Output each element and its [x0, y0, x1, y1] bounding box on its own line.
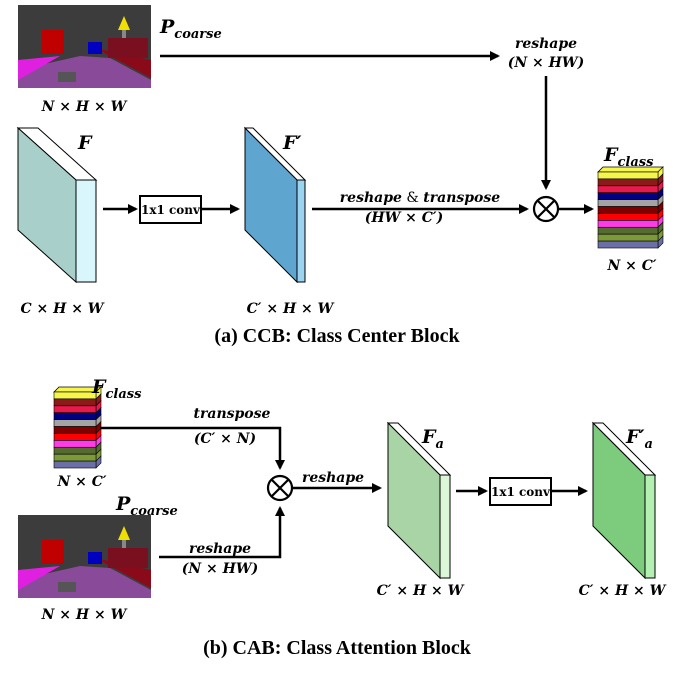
ccb-f-prime-cube: [243, 126, 307, 284]
ccb-f-class-dims: N × C′: [606, 258, 656, 274]
ccb-reshape-transpose-label: reshape & transpose: [340, 190, 500, 206]
ccb-reshape-label: reshape: [515, 36, 577, 52]
cab-f-class-layer: [53, 419, 97, 427]
cab-reshape2-dims: (N × HW): [182, 561, 258, 577]
ccb-p-coarse-label: Pcoarse: [159, 16, 222, 42]
cab-f-class-layer: [53, 433, 97, 441]
cab-f-class-layer: [53, 426, 97, 434]
ccb-multiply-icon: [532, 195, 560, 223]
cab-reshape2-label: reshape: [189, 541, 251, 557]
cab-f-class-layer: [53, 391, 97, 400]
ccb-f-dims: C × H × W: [20, 301, 104, 317]
ccb-f-class-layer: [597, 240, 659, 249]
cab-f-a-dims: C′ × H × W: [377, 583, 465, 599]
cab-multiply-icon: [266, 474, 294, 502]
cab-p-coarse-label: Pcoarse: [115, 493, 178, 519]
ccb-caption: (a) CCB: Class Center Block: [214, 325, 460, 347]
cab-f-class-label: Fclass: [91, 376, 142, 402]
ccb-f-class-layer: [597, 233, 659, 242]
cab-f-class-layer: [53, 412, 97, 420]
cab-arrow-fclass-to-multiply: [100, 426, 285, 470]
ccb-f-class-layer: [597, 192, 659, 200]
cab-f-a-label: Fa: [421, 426, 444, 452]
ccb-f-class-layer: [597, 206, 659, 214]
cab-f-class-layer: [53, 446, 97, 455]
ccb-f-prime-dims: C′ × H × W: [247, 301, 335, 317]
ccb-f-class-layer: [597, 185, 659, 194]
cab-f-class-dims: N × C′: [56, 474, 106, 490]
cab-f-class-layer: [53, 453, 97, 462]
cab-f-a-prime-label: F′a: [625, 426, 653, 452]
ccb-f-cube: [16, 126, 98, 284]
ccb-f-class-layer: [597, 220, 659, 228]
ccb-f-class-stack: [597, 166, 664, 249]
cab-p-coarse-image: [18, 515, 151, 598]
ccb-f-prime-label: F′: [282, 132, 302, 154]
ccb-f-class-layer: [597, 171, 659, 180]
cab-f-class-layer: [53, 405, 97, 414]
cab-p-coarse-dims: N × H × W: [41, 607, 128, 623]
ccb-f-label: F: [77, 132, 93, 154]
cab-f-class-layer: [53, 460, 97, 469]
cab-conv-label: 1x1 conv: [491, 485, 551, 499]
ccb-conv-label: 1x1 conv: [141, 203, 201, 217]
cab-f-class-layer: [53, 440, 97, 448]
cab-caption: (b) CAB: Class Attention Block: [203, 637, 472, 659]
cab-transpose-dims: (C′ × N): [194, 431, 256, 447]
ccb-f-class-layer: [597, 213, 659, 221]
cab-transpose-label: transpose: [194, 406, 271, 422]
cab-reshape-label: reshape: [302, 470, 364, 486]
ccb-f-class-layer: [597, 199, 659, 207]
cab-f-class-stack: [53, 386, 102, 469]
ccb-reshape-transpose-dims: (HW × C′): [365, 210, 444, 226]
cab-f-a-prime-dims: C′ × H × W: [579, 583, 667, 599]
cab-f-class-layer: [53, 398, 97, 407]
cab-f-a-prime-cube: [591, 421, 657, 580]
cab-f-a-cube: [386, 421, 452, 580]
ccb-p-coarse-image: [18, 5, 151, 88]
ccb-f-class-layer: [597, 226, 659, 235]
ccb-reshape-dims: (N × HW): [508, 55, 584, 71]
ccb-p-coarse-dims: N × H × W: [41, 99, 128, 115]
ccb-f-class-layer: [597, 178, 659, 187]
ccb-f-class-label: Fclass: [603, 144, 654, 170]
cab-arrow-p-to-multiply: [159, 506, 285, 559]
cab-conv-box: [489, 477, 552, 506]
